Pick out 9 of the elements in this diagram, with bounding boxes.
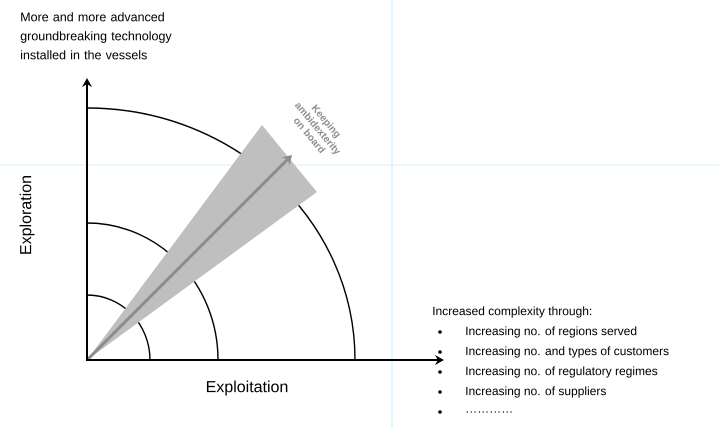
axis-title: Exploration	[20, 176, 34, 254]
list-item: Increasing no. of suppliers	[466, 386, 606, 398]
axis-caption: More and more advanced groundbreaking technology installed in the vessels	[20, 12, 172, 60]
list-item: …………	[466, 411, 512, 413]
list-heading: Increased complexity through:	[433, 306, 592, 318]
list-item: Increasing no. of regulatory regimes	[466, 366, 658, 378]
list-item: Increasing no. and types of customers	[466, 346, 669, 358]
list-item: Increasing no. of regions served	[466, 326, 636, 338]
axis-title: Exploitation	[206, 380, 288, 396]
